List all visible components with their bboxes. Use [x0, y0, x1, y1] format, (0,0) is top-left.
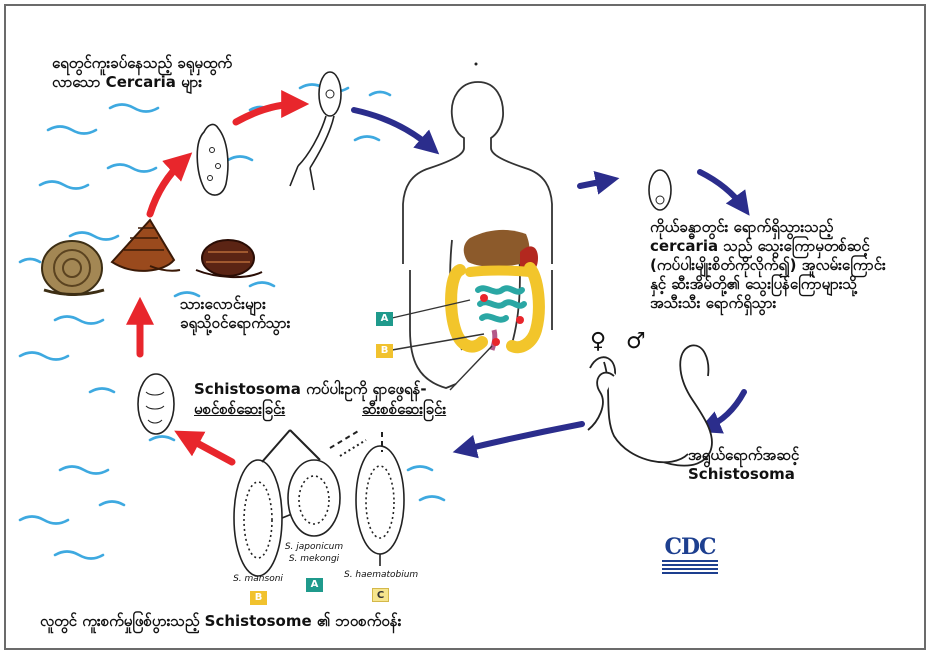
egg-label-haematobium: S. haematobium: [344, 570, 416, 581]
egg-label-mekongi: S. mekongi: [282, 554, 346, 565]
arrow-egg-to-miracidium: [184, 436, 232, 462]
egg-badge-japonicum: A: [306, 578, 323, 592]
arrow-adult-to-eggs: [462, 424, 582, 450]
diagram-caption: လူတွင် ကူးစက်မှုဖြစ်ပွားသည့် Schistosome…: [40, 612, 401, 631]
arrow-schistosomulum-down: [700, 172, 744, 208]
label-adult-worm: အရွယ်ရောက်အဆင့် Schistosoma: [688, 446, 799, 484]
arrow-to-adult-worm: [706, 392, 744, 428]
badge-site-b: B: [376, 344, 393, 358]
label-cercaria-release: ရေတွင်ကူးခပ်နေသည့် ခရုမှထွက် လာသော Cerca…: [52, 54, 322, 92]
snail-planorbid: [42, 241, 104, 295]
abdominal-organs: [451, 230, 539, 350]
egg-haematobium: [356, 446, 404, 566]
label-urine-test: ဆီးစစ်ဆေးခြင်း: [362, 400, 446, 419]
egg-label-japonicum: S. japonicum: [282, 542, 346, 553]
label-human-penetration: ကိုယ်ခန္ဓာတွင်း ရောက်ရှိသွားသည့် cercari…: [650, 218, 900, 313]
label-stool-test: မစင်စစ်ဆေးခြင်း: [194, 400, 285, 419]
miracidium: [138, 374, 174, 434]
snail-bulinus: [196, 240, 262, 277]
male-symbol: ♂: [626, 332, 646, 351]
cdc-logo-stripes: [662, 560, 718, 574]
female-symbol: ♀: [590, 332, 606, 351]
egg-badge-mansoni: B: [250, 591, 267, 605]
arrow-cercaria-to-human: [354, 110, 432, 148]
egg-label-mansoni: S. mansoni: [228, 574, 288, 585]
egg-japonicum: [288, 460, 340, 536]
badge-site-a: A: [376, 312, 393, 326]
arrow-human-to-schistosomulum: [580, 180, 610, 186]
egg-badge-haematobium: C: [372, 588, 389, 602]
schistosomulum: [649, 170, 671, 210]
cdc-logo-text: CDC: [658, 534, 722, 560]
label-diagnosis-title: Schistosoma ကပ်ပါးဥကို ရှာဖွေရန်-: [194, 380, 427, 399]
cdc-logo: CDC: [658, 534, 722, 578]
diagnosis-lines: [262, 430, 382, 462]
label-snail-entry: သားလောင်းများ ခရုသို့ဝင်ရောက်သွား: [180, 295, 290, 333]
snail-oncomelania: [112, 220, 180, 271]
sporocyst: [197, 125, 228, 196]
arrow-sporocyst-to-cercaria: [236, 104, 298, 122]
